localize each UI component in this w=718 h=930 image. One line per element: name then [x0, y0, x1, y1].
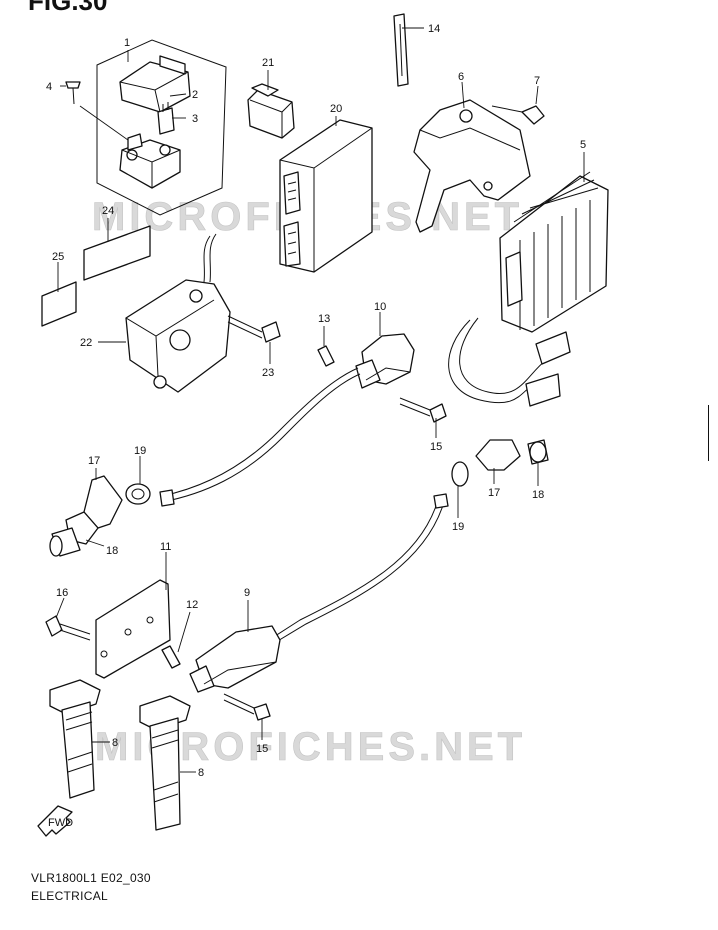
actuator-22	[125, 233, 231, 393]
callout-12: 12	[186, 599, 198, 611]
section-title: ELECTRICAL	[31, 889, 109, 903]
callout-15-upper: 15	[430, 441, 442, 453]
ignition-coil-9	[189, 625, 281, 693]
callout-23: 23	[262, 367, 274, 379]
bolt-15a	[399, 397, 447, 423]
callout-4: 4	[46, 81, 52, 93]
sleeve-13	[317, 345, 335, 367]
callout-15-lower: 15	[256, 743, 268, 755]
callout-7: 7	[534, 75, 540, 87]
callout-8-right: 8	[198, 767, 204, 779]
plug-lead-upper-2	[161, 373, 361, 503]
callout-14: 14	[428, 23, 440, 35]
pad-24	[83, 225, 151, 281]
model-code: VLR1800L1 E02_030	[31, 871, 151, 885]
callout-16: 16	[56, 587, 68, 599]
figure-title: FIG.30	[28, 0, 108, 16]
callout-20: 20	[330, 103, 342, 115]
stick-coil-8-right	[139, 695, 191, 831]
callout-17-right: 17	[488, 487, 500, 499]
grommet-19-right	[451, 461, 469, 487]
callout-3: 3	[192, 113, 198, 125]
callout-21: 21	[262, 57, 274, 69]
callout-18-left: 18	[106, 545, 118, 557]
callout-18-right: 18	[532, 489, 544, 501]
fwd-arrow-icon: FWD	[37, 805, 73, 837]
regulator-bracket-6	[413, 99, 531, 233]
bolt-16	[45, 615, 91, 641]
screw-7	[491, 105, 545, 125]
starter-relay	[119, 133, 181, 189]
callout-13: 13	[318, 313, 330, 325]
ignition-coil-10	[355, 333, 415, 389]
plug-cap-17-right	[475, 439, 521, 471]
callout-17-left: 17	[88, 455, 100, 467]
lead-end-lower	[433, 493, 449, 509]
fwd-label: FWD	[48, 817, 73, 829]
callout-9: 9	[244, 587, 250, 599]
grommet-19-left	[125, 483, 151, 505]
callout-8-left: 8	[112, 737, 118, 749]
plug-lead-lower-2	[275, 501, 445, 643]
callout-10: 10	[374, 301, 386, 313]
relay-21	[247, 83, 295, 139]
screw-4	[65, 81, 81, 105]
relay-cover	[119, 55, 191, 113]
plug-lead-upper	[161, 367, 359, 497]
bolt-23	[227, 315, 281, 343]
callout-2: 2	[192, 89, 198, 101]
callout-24: 24	[102, 205, 114, 217]
coil-bracket-11	[95, 579, 171, 679]
bolt-15b	[223, 693, 271, 721]
callout-19-right: 19	[452, 521, 464, 533]
bracket-14	[393, 13, 409, 87]
stick-coil-8-left	[49, 679, 101, 799]
relay-group-1	[65, 39, 227, 216]
lead-end-upper	[159, 489, 175, 507]
callout-22: 22	[80, 337, 92, 349]
ecm-unit-20	[279, 119, 373, 273]
callout-11: 11	[160, 541, 171, 553]
sleeve-12	[161, 645, 181, 669]
regulator-rectifier-5	[448, 171, 609, 407]
page-edge-mark	[708, 405, 718, 461]
callout-5: 5	[580, 139, 586, 151]
plug-lead-lower	[271, 499, 439, 639]
callout-19-left: 19	[134, 445, 146, 457]
relay-group-outline	[96, 39, 227, 216]
fuse	[157, 102, 175, 135]
callout-6: 6	[458, 71, 464, 83]
pad-25	[41, 281, 77, 327]
callout-25: 25	[52, 251, 64, 263]
boot-18-left	[49, 527, 81, 557]
boot-18-right	[527, 439, 549, 465]
callout-1: 1	[124, 37, 130, 49]
